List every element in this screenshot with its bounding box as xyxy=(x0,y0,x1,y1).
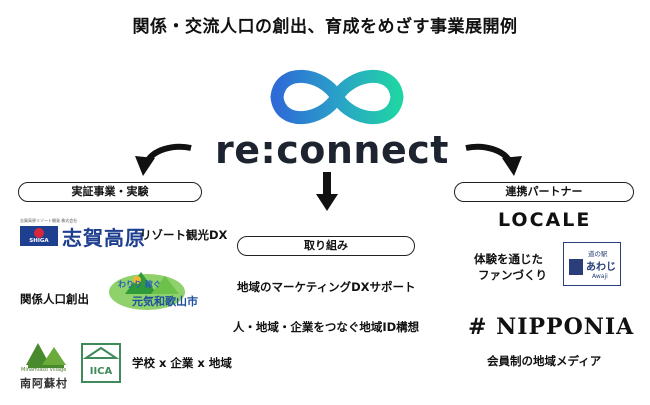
iica-logo-text: IICA xyxy=(90,366,113,377)
infinity-gradient-icon xyxy=(270,69,404,125)
awaji-logo-caption: 道の駅 xyxy=(588,250,608,258)
right-item-2-line1: 体験を通じた xyxy=(474,252,543,266)
center-item-1: 地域のマーケティングDXサポート xyxy=(237,280,416,294)
wakayama-logo xyxy=(109,272,185,310)
page-title: 関係・交流人口の創出、育成をめざす事業展開例 xyxy=(132,17,518,37)
awaji-logo-text: あわじ xyxy=(586,262,616,273)
left-item-3-text: 学校 x 企業 x 地域 xyxy=(132,356,232,370)
shiga-kogen-logo: SHIGA KOGEN xyxy=(20,226,58,274)
minamiaso-logo xyxy=(26,343,66,368)
arrow-down-icon xyxy=(316,172,338,211)
shiga-kogen-calligraphy: 志賀高原 xyxy=(62,226,146,250)
hash-icon: # xyxy=(468,314,488,340)
arrow-right-curved-icon xyxy=(465,143,522,176)
center-category-label: 取り組み xyxy=(237,236,415,256)
left-item-1-text: リゾート観光DX xyxy=(140,228,228,242)
minamiaso-logo-text: 南阿蘇村 xyxy=(20,377,68,390)
wakayama-logo-text: 元気和歌山市 xyxy=(132,295,198,308)
right-item-3-text: 会員制の地域メディア xyxy=(487,354,602,368)
reconnect-wordmark: re:connect xyxy=(215,128,449,172)
nipponia-logo-text: NIPPONIA xyxy=(496,314,635,340)
michinoeki-awaji-logo: 道の駅 あわじ Awaji xyxy=(563,242,621,286)
right-category-label: 連携パートナー xyxy=(454,182,634,202)
wakayama-logo-sub: わりり 稼ぐ xyxy=(118,280,161,289)
nipponia-logo: # NIPPONIA xyxy=(468,314,634,340)
sun-icon xyxy=(34,228,44,238)
arrow-left-curved-icon xyxy=(135,143,192,176)
awaji-logo-sub: Awaji xyxy=(592,273,608,280)
minamiaso-logo-caption: Minamiaso Village xyxy=(21,367,67,373)
locale-logo: LOCALE xyxy=(498,209,592,231)
iica-logo: IICA xyxy=(81,343,121,383)
left-item-2-text: 関係人口創出 xyxy=(20,292,89,306)
station-icon xyxy=(569,259,583,275)
shiga-logo-caption: 志賀高原リゾート開発 株式会社 xyxy=(20,218,78,223)
shiga-kogen-logo-text: SHIGA KOGEN xyxy=(28,238,50,274)
left-category-label: 実証事業・実験 xyxy=(18,182,202,202)
center-item-2: 人・地域・企業をつなぐ地域ID構想 xyxy=(232,320,420,334)
right-item-2-line2: ファンづくり xyxy=(478,268,547,282)
